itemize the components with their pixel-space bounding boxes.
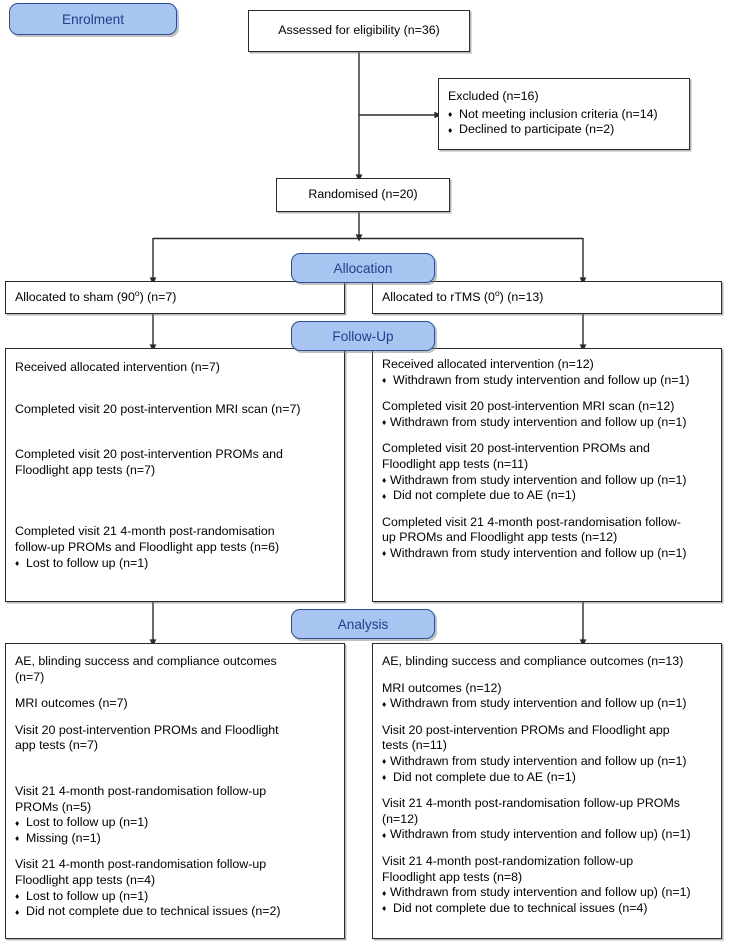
randomised-text: Randomised (n=20) xyxy=(308,187,418,202)
analysis-sham-p5-list: Lost to follow up (n=1) Did not complete… xyxy=(15,888,336,920)
list-item: Withdrawn from study intervention and fo… xyxy=(382,753,713,770)
box-followup-rtms: Received allocated intervention (n=12) W… xyxy=(372,348,722,602)
analysis-sham-p4-list: Lost to follow up (n=1) Missing (n=1) xyxy=(15,815,336,846)
list-item: Withdrawn from study intervention and fo… xyxy=(382,472,713,489)
analysis-sham-p1: AE, blinding success and compliance outc… xyxy=(15,654,277,684)
box-allocated-sham: Allocated to sham (90o) (n=7) xyxy=(5,281,345,314)
degree-symbol: o xyxy=(134,287,140,298)
stage-banner-allocation: Allocation xyxy=(291,253,435,283)
stage-banner-analysis: Analysis xyxy=(291,609,435,639)
followup-rtms-p4: Completed visit 21 4-month post-randomis… xyxy=(382,514,681,545)
box-randomised: Randomised (n=20) xyxy=(276,178,450,212)
list-item: Did not complete due to AE (n=1) xyxy=(382,488,713,504)
excluded-heading: Excluded (n=16) xyxy=(448,89,539,103)
list-item: Withdrawn from study intervention and fo… xyxy=(382,414,713,431)
list-item: Declined to participate (n=2) xyxy=(448,122,681,138)
stage-banner-followup: Follow-Up xyxy=(291,321,435,351)
list-item: Did not complete due to technical issues… xyxy=(382,900,713,917)
followup-sham-p3: Completed visit 20 post-intervention PRO… xyxy=(15,447,283,477)
followup-sham-p4-list: Lost to follow up (n=1) xyxy=(15,555,336,572)
followup-rtms-p1: Received allocated intervention (n=12) xyxy=(382,357,594,371)
analysis-rtms-p5: Visit 21 4-month post-randomization foll… xyxy=(382,853,634,884)
box-excluded: Excluded (n=16) Not meeting inclusion cr… xyxy=(438,78,690,150)
assessed-text: Assessed for eligibility (n=36) xyxy=(278,23,440,38)
list-item: Withdrawn from study intervention and fo… xyxy=(382,545,713,562)
list-item: Withdrawn from study intervention and fo… xyxy=(382,827,713,843)
list-item: Did not complete due to technical issues… xyxy=(15,904,336,920)
followup-rtms-p4-list: Withdrawn from study intervention and fo… xyxy=(382,545,713,562)
stage-label-enrolment: Enrolment xyxy=(62,11,124,27)
stage-label-followup: Follow-Up xyxy=(332,328,394,344)
list-item: Not meeting inclusion criteria (n=14) xyxy=(448,106,681,123)
allocated-sham-text: Allocated to sham (90o) (n=7) xyxy=(15,287,177,304)
analysis-rtms-p1: AE, blinding success and compliance outc… xyxy=(382,654,684,668)
followup-rtms-p3-list: Withdrawn from study intervention and fo… xyxy=(382,472,713,504)
stage-banner-enrolment: Enrolment xyxy=(9,3,177,35)
analysis-rtms-p4: Visit 21 4-month post-randomisation foll… xyxy=(382,796,680,826)
list-item: Withdrawn from study intervention and fo… xyxy=(382,372,713,389)
followup-sham-p1: Received allocated intervention (n=7) xyxy=(15,360,220,374)
followup-rtms-p1-list: Withdrawn from study intervention and fo… xyxy=(382,372,713,389)
analysis-sham-p5: Visit 21 4-month post-randomisation foll… xyxy=(15,857,267,887)
followup-sham-p4: Completed visit 21 4-month post-randomis… xyxy=(15,524,280,554)
box-analysis-rtms: AE, blinding success and compliance outc… xyxy=(372,643,722,939)
box-analysis-sham: AE, blinding success and compliance outc… xyxy=(5,643,345,939)
box-allocated-rtms: Allocated to rTMS (0o) (n=13) xyxy=(372,281,722,314)
followup-rtms-p2: Completed visit 20 post-intervention MRI… xyxy=(382,399,675,414)
analysis-rtms-p2-list: Withdrawn from study intervention and fo… xyxy=(382,696,713,712)
box-followup-sham: Received allocated intervention (n=7) Co… xyxy=(5,348,345,602)
analysis-rtms-p2: MRI outcomes (n=12) xyxy=(382,680,502,695)
box-assessed-for-eligibility: Assessed for eligibility (n=36) xyxy=(248,10,470,52)
list-item: Withdrawn from study intervention and fo… xyxy=(382,885,713,901)
list-item: Did not complete due to AE (n=1) xyxy=(382,769,713,786)
degree-symbol: o xyxy=(494,287,500,298)
list-item: Missing (n=1) xyxy=(15,830,336,847)
followup-rtms-p2-list: Withdrawn from study intervention and fo… xyxy=(382,414,713,431)
analysis-rtms-p4-list: Withdrawn from study intervention and fo… xyxy=(382,827,713,843)
allocated-rtms-text: Allocated to rTMS (0o) (n=13) xyxy=(382,287,544,304)
followup-sham-p2: Completed visit 20 post-intervention MRI… xyxy=(15,401,301,416)
list-item: Lost to follow up (n=1) xyxy=(15,815,336,831)
analysis-sham-p4: Visit 21 4-month post-randomisation foll… xyxy=(15,783,267,814)
analysis-sham-p2: MRI outcomes (n=7) xyxy=(15,696,128,711)
list-item: Lost to follow up (n=1) xyxy=(15,555,336,572)
analysis-rtms-p5-list: Withdrawn from study intervention and fo… xyxy=(382,885,713,916)
stage-label-allocation: Allocation xyxy=(333,260,393,276)
stage-label-analysis: Analysis xyxy=(337,616,389,632)
analysis-rtms-p3-list: Withdrawn from study intervention and fo… xyxy=(382,753,713,786)
excluded-reason-list: Not meeting inclusion criteria (n=14) De… xyxy=(448,106,681,138)
analysis-sham-p3: Visit 20 post-intervention PROMs and Flo… xyxy=(15,722,279,753)
analysis-rtms-p3: Visit 20 post-intervention PROMs and Flo… xyxy=(382,722,670,753)
list-item: Withdrawn from study intervention and fo… xyxy=(382,696,713,712)
list-item: Lost to follow up (n=1) xyxy=(15,888,336,905)
followup-rtms-p3: Completed visit 20 post-intervention PRO… xyxy=(382,441,650,471)
